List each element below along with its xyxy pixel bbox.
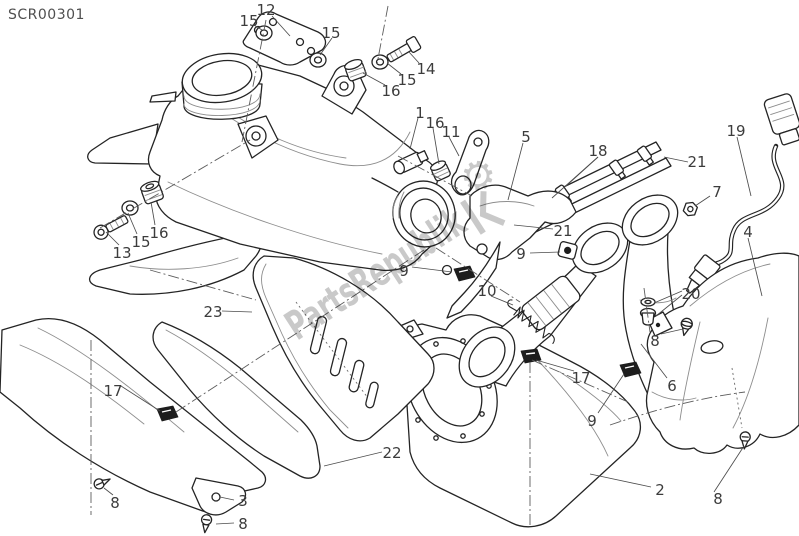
- callout-leader-lines: [103, 15, 763, 525]
- callout-9: 9: [587, 412, 597, 430]
- callout-17: 17: [571, 369, 590, 387]
- slotted-side-panel: [252, 255, 435, 442]
- callout-labels: 12 15 15 14 15 16 1 16 11 5 18 19 21 7 2…: [103, 1, 752, 533]
- callout-21: 21: [687, 153, 706, 171]
- upper-bracket: [242, 11, 327, 66]
- callout-22: 22: [382, 444, 401, 462]
- callout-5: 5: [521, 128, 531, 146]
- support-bracket: [441, 184, 577, 319]
- speed-clip: [453, 265, 476, 282]
- lower-bolt-stack: [93, 180, 164, 240]
- diagram-code: SCR00301: [8, 7, 85, 23]
- callout-1: 1: [415, 104, 425, 122]
- callout-6: 6: [667, 377, 677, 395]
- screw: [200, 514, 213, 534]
- callout-9: 9: [516, 245, 526, 263]
- callout-13: 13: [112, 244, 131, 262]
- callout-3: 3: [238, 492, 248, 510]
- speed-clip: [520, 348, 542, 364]
- ribbed-coupler: [521, 275, 581, 331]
- callout-15: 15: [321, 24, 340, 42]
- upper-bracket-group: [242, 11, 327, 68]
- inlet-collar: [149, 52, 263, 120]
- watermark-bracket: [479, 191, 506, 226]
- washer: [255, 25, 273, 41]
- callout-16: 16: [149, 224, 168, 242]
- callout-9: 9: [399, 262, 409, 280]
- clamp-bolt: [393, 150, 429, 175]
- callout-20: 20: [681, 285, 700, 303]
- speed-clip: [619, 361, 642, 378]
- hex-nut: [682, 201, 698, 217]
- stud-bolt: [636, 145, 654, 166]
- small-fasteners: [93, 201, 751, 534]
- callout-16: 16: [381, 82, 400, 100]
- callout-10: 10: [477, 282, 496, 300]
- screw: [93, 478, 111, 490]
- washer: [309, 52, 327, 68]
- lower-blade-panel: [152, 321, 321, 479]
- callout-15: 15: [239, 12, 258, 30]
- callout-21: 21: [553, 222, 572, 240]
- left-trim-panel: [0, 318, 267, 516]
- grommet: [140, 180, 164, 205]
- callout-11: 11: [441, 123, 460, 141]
- callout-4: 4: [743, 223, 753, 241]
- top-bolt-stack: [344, 36, 422, 82]
- screw: [739, 431, 751, 450]
- diagram-parts: [0, 11, 799, 534]
- callout-15: 15: [131, 233, 150, 251]
- silencer-lower-wing: [89, 231, 263, 295]
- canister-left-fin: [87, 123, 159, 165]
- pipe-bell-mouth: [458, 326, 516, 388]
- callout-18: 18: [588, 142, 607, 160]
- rivets: [409, 338, 492, 441]
- callout-2: 2: [655, 481, 665, 499]
- callout-7: 7: [712, 183, 722, 201]
- construction-lines: [90, 5, 746, 528]
- callout-8: 8: [238, 515, 248, 533]
- callout-23: 23: [203, 303, 222, 321]
- speed-clip: [156, 405, 179, 422]
- panel-bracket: [191, 477, 247, 516]
- stud-bolt: [608, 159, 626, 180]
- callout-8: 8: [713, 490, 723, 508]
- watermark-bar: [460, 199, 486, 235]
- outlet-coupler: [371, 177, 456, 248]
- exhaust-port-ring: [621, 194, 679, 246]
- washer: [121, 200, 139, 216]
- clamp-link-group: [393, 129, 490, 196]
- pre-silencer-canister: [87, 52, 456, 272]
- callout-15: 15: [397, 71, 416, 89]
- callout-8: 8: [110, 494, 120, 512]
- washer: [640, 297, 656, 307]
- callout-12: 12: [256, 1, 275, 19]
- callout-19: 19: [726, 122, 745, 140]
- spacer: [344, 58, 367, 82]
- washer: [371, 54, 389, 70]
- collar-lever: [149, 91, 177, 103]
- square-nut-clip: [557, 241, 578, 260]
- callout-16: 16: [425, 114, 444, 132]
- callout-14: 14: [416, 60, 435, 78]
- callout-8: 8: [650, 332, 660, 350]
- screw: [680, 317, 693, 337]
- callout-17: 17: [103, 382, 122, 400]
